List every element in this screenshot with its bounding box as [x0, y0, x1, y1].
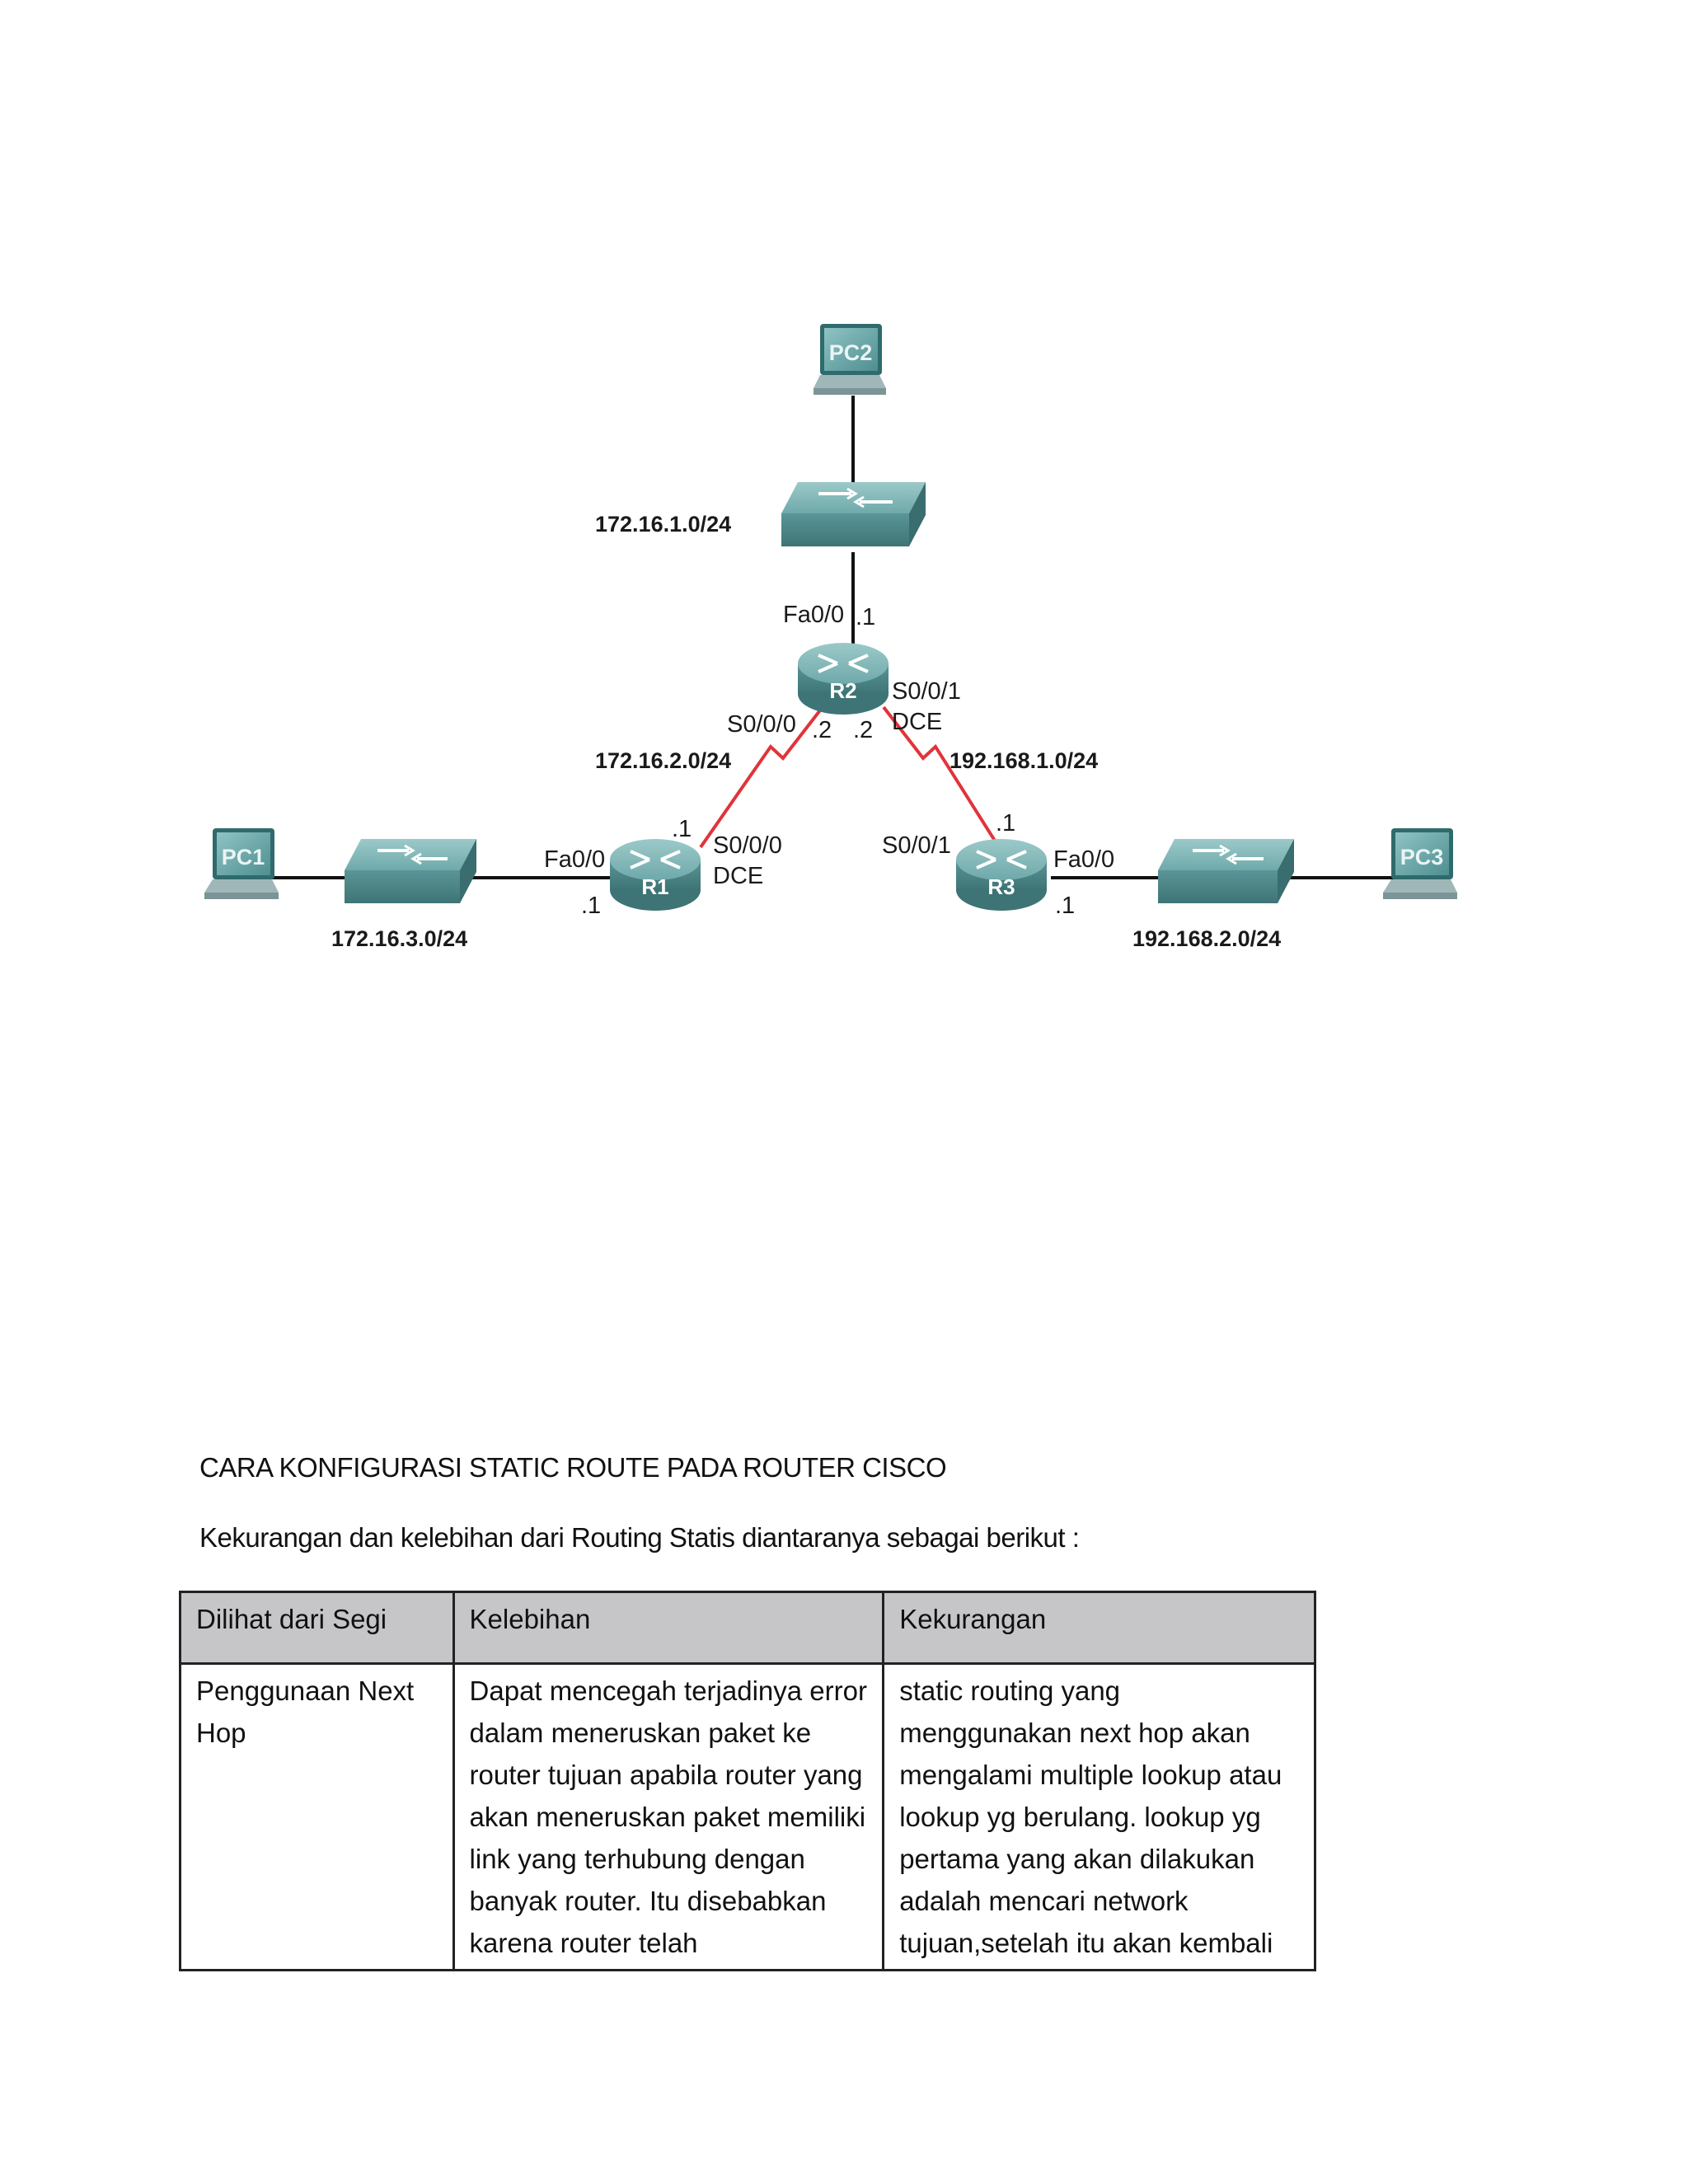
table-header-row: Dilihat dari Segi Kelebihan Kekurangan [179, 1591, 1316, 1665]
r2-s001-ip: .2 [853, 717, 873, 743]
pc1-icon: PC1 [204, 828, 279, 899]
pc1-label: PC1 [222, 845, 265, 869]
r2-s001-dce: DCE [892, 709, 942, 735]
r2-fa00-ip: .1 [856, 604, 875, 630]
r1-s000-ip: .1 [672, 816, 692, 842]
network-topology-diagram: PC2 R2 R1 [204, 324, 1457, 951]
router-r1-icon: R1 [610, 839, 701, 911]
r3-s001-label: S0/0/1 [882, 832, 951, 859]
ethernet-links [272, 396, 1409, 879]
r3-fa00-ip: .1 [1055, 893, 1075, 919]
r1-s000-label: S0/0/0 [713, 832, 782, 859]
r2-s000-label: S0/0/0 [727, 711, 796, 738]
r3-label: R3 [987, 874, 1015, 899]
r2-label: R2 [829, 678, 856, 703]
switch-right-icon [1158, 839, 1294, 903]
serial-link-r2-r3 [882, 705, 1001, 849]
r2-s000-ip: .2 [812, 717, 832, 743]
pc2-icon: PC2 [814, 324, 886, 395]
r3-fa00-label: Fa0/0 [1053, 846, 1114, 873]
pc2-label: PC2 [829, 340, 873, 365]
network-label-172-16-3: 172.16.3.0/24 [331, 926, 467, 951]
network-label-172-16-2: 172.16.2.0/24 [595, 748, 731, 773]
network-label-172-16-1: 172.16.1.0/24 [595, 512, 731, 537]
r1-fa00-ip: .1 [581, 893, 601, 919]
serial-links [699, 705, 1001, 849]
table-row: Penggunaan Next Hop Dapat mencegah terja… [179, 1662, 1316, 1971]
header-segi: Dilihat dari Segi [179, 1591, 455, 1665]
serial-link-r2-r1 [699, 705, 824, 849]
header-kelebihan: Kelebihan [452, 1591, 885, 1665]
r1-label: R1 [641, 874, 668, 899]
cell-kelebihan: Dapat mencegah terjadinya error dalam me… [452, 1662, 885, 1971]
switch-left-icon [345, 839, 476, 903]
cell-kekurangan: static routing yang menggunakan next hop… [882, 1662, 1316, 1971]
document-intro: Kekurangan dan kelebihan dari Routing St… [199, 1522, 1080, 1553]
r1-s000-dce: DCE [713, 863, 763, 889]
network-label-192-168-1: 192.168.1.0/24 [950, 748, 1098, 773]
document-title: CARA KONFIGURASI STATIC ROUTE PADA ROUTE… [199, 1452, 947, 1483]
r1-fa00-label: Fa0/0 [544, 846, 605, 873]
router-r3-icon: R3 [956, 839, 1047, 911]
pc3-label: PC3 [1400, 845, 1444, 869]
router-r2-icon: R2 [798, 643, 889, 715]
pc3-icon: PC3 [1383, 828, 1457, 899]
r2-s001-label: S0/0/1 [892, 678, 961, 705]
r2-fa00-label: Fa0/0 [783, 602, 844, 628]
header-kekurangan: Kekurangan [882, 1591, 1316, 1665]
cell-segi: Penggunaan Next Hop [179, 1662, 455, 1971]
r3-s001-ip: .1 [996, 810, 1015, 837]
comparison-table: Dilihat dari Segi Kelebihan Kekurangan P… [179, 1591, 1316, 1971]
network-label-192-168-2: 192.168.2.0/24 [1132, 926, 1281, 951]
switch-top-icon [781, 482, 926, 546]
